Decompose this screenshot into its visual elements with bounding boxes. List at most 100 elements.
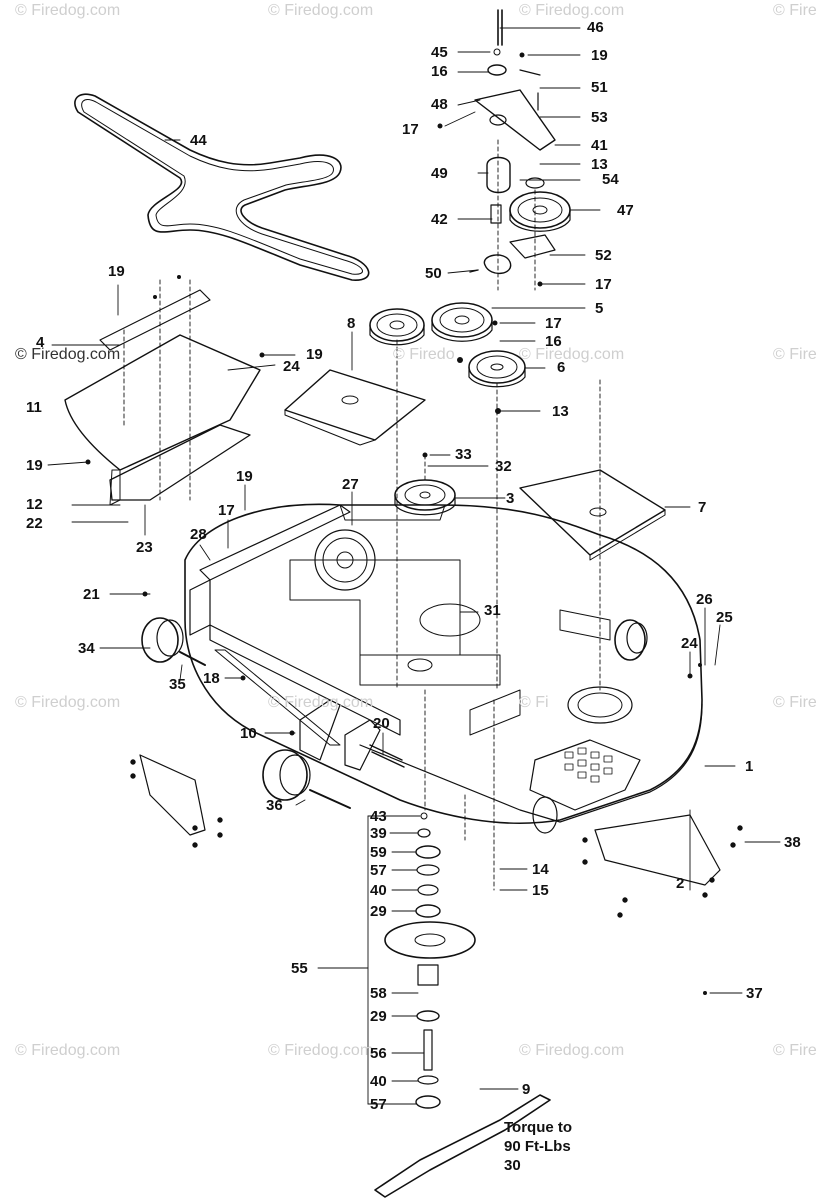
callout-40: 40 (370, 1073, 387, 1090)
watermark: © Fire (773, 694, 817, 711)
mower-blade (374, 1094, 551, 1198)
callout-34: 34 (78, 640, 95, 657)
watermark: © Firedog.com (15, 2, 121, 19)
callout-31: 31 (484, 602, 501, 619)
assembly-lines (123, 139, 601, 891)
callout-10: 10 (240, 725, 257, 742)
callout-5: 5 (595, 300, 604, 317)
deck-rails (189, 504, 611, 771)
bracket-left (130, 754, 223, 848)
callout-37: 37 (746, 985, 763, 1002)
callout-28: 28 (190, 526, 207, 543)
callout-19: 19 (26, 457, 43, 474)
callout-56: 56 (370, 1045, 387, 1062)
callout-15: 15 (532, 882, 549, 899)
callout-45: 45 (431, 44, 448, 61)
watermark: © Firedog.com (268, 2, 374, 19)
callout-16: 16 (431, 63, 448, 80)
callout-44: 44 (190, 132, 207, 149)
callout-54: 54 (602, 171, 619, 188)
callout-35: 35 (169, 676, 186, 693)
callout-50: 50 (425, 265, 442, 282)
callout-23: 23 (136, 539, 153, 556)
hardware-dots (85, 52, 707, 995)
callout-53: 53 (591, 109, 608, 126)
bracket-right (582, 814, 743, 918)
callout-17: 17 (545, 315, 562, 332)
callout-39: 39 (370, 825, 387, 842)
callout-42: 42 (431, 211, 448, 228)
callout-33: 33 (455, 446, 472, 463)
torque-note: Torque to 90 Ft-Lbs 30 (504, 1118, 572, 1175)
callout-40: 40 (370, 882, 387, 899)
callout-11: 11 (26, 399, 42, 416)
callout-14: 14 (532, 861, 549, 878)
pulley-shield-right (519, 469, 666, 561)
callout-9: 9 (522, 1081, 531, 1098)
callout-12: 12 (26, 496, 43, 513)
spindle-assembly (384, 812, 476, 1109)
callout-29: 29 (370, 903, 387, 920)
callout-1: 1 (745, 758, 754, 775)
callout-6: 6 (557, 359, 566, 376)
callout-3: 3 (506, 490, 515, 507)
watermark: © Firedog.com (15, 346, 121, 363)
pulleys (369, 302, 526, 516)
callout-57: 57 (370, 1096, 387, 1113)
callout-7: 7 (698, 499, 707, 516)
callout-59: 59 (370, 844, 387, 861)
callout-24: 24 (283, 358, 300, 375)
callout-18: 18 (203, 670, 220, 687)
callout-32: 32 (495, 458, 512, 475)
callout-46: 46 (587, 19, 604, 36)
callout-19: 19 (236, 468, 253, 485)
watermark: © Fire (773, 2, 817, 19)
watermark: © Firedo (393, 346, 455, 363)
watermark: © Firedog.com (268, 694, 374, 711)
callout-20: 20 (373, 715, 390, 732)
watermark: © Firedog.com (15, 694, 121, 711)
callout-2: 2 (676, 875, 685, 892)
callout-19: 19 (108, 263, 125, 280)
callout-17: 17 (218, 502, 235, 519)
callout-48: 48 (431, 96, 448, 113)
callout-47: 47 (617, 202, 634, 219)
callout-27: 27 (342, 476, 359, 493)
watermark: © Firedog.com (519, 346, 625, 363)
watermark: © Firedog.com (268, 1042, 374, 1059)
pulley-shield-left (284, 369, 426, 446)
callout-52: 52 (595, 247, 612, 264)
callout-25: 25 (716, 609, 733, 626)
callout-41: 41 (591, 137, 608, 154)
mower-deck (184, 503, 703, 834)
callout-26: 26 (696, 591, 713, 608)
watermark: © Fire (773, 346, 817, 363)
callout-29: 29 (370, 1008, 387, 1025)
callout-21: 21 (83, 586, 100, 603)
callout-17: 17 (595, 276, 612, 293)
callout-13: 13 (552, 403, 569, 420)
belt-cover (64, 289, 261, 506)
callout-17: 17 (402, 121, 419, 138)
torque-line-2: 90 Ft-Lbs (504, 1138, 571, 1155)
gauge-wheels (141, 617, 648, 809)
callout-19: 19 (306, 346, 323, 363)
watermark: © Firedog.com (15, 1042, 121, 1059)
drive-belt (74, 93, 370, 281)
callout-8: 8 (347, 315, 356, 332)
callout-4: 4 (36, 334, 45, 351)
torque-line-3: 30 (504, 1157, 521, 1174)
callout-38: 38 (784, 834, 801, 851)
callout-49: 49 (431, 165, 448, 182)
watermark: © Fire (773, 1042, 817, 1059)
leader-lines (47, 27, 781, 1105)
callout-57: 57 (370, 862, 387, 879)
callout-24: 24 (681, 635, 698, 652)
callout-16: 16 (545, 333, 562, 350)
callout-55: 55 (291, 960, 308, 977)
watermark: © Firedog.com (519, 2, 625, 19)
callout-36: 36 (266, 797, 283, 814)
callout-19: 19 (591, 47, 608, 64)
callout-13: 13 (591, 156, 608, 173)
